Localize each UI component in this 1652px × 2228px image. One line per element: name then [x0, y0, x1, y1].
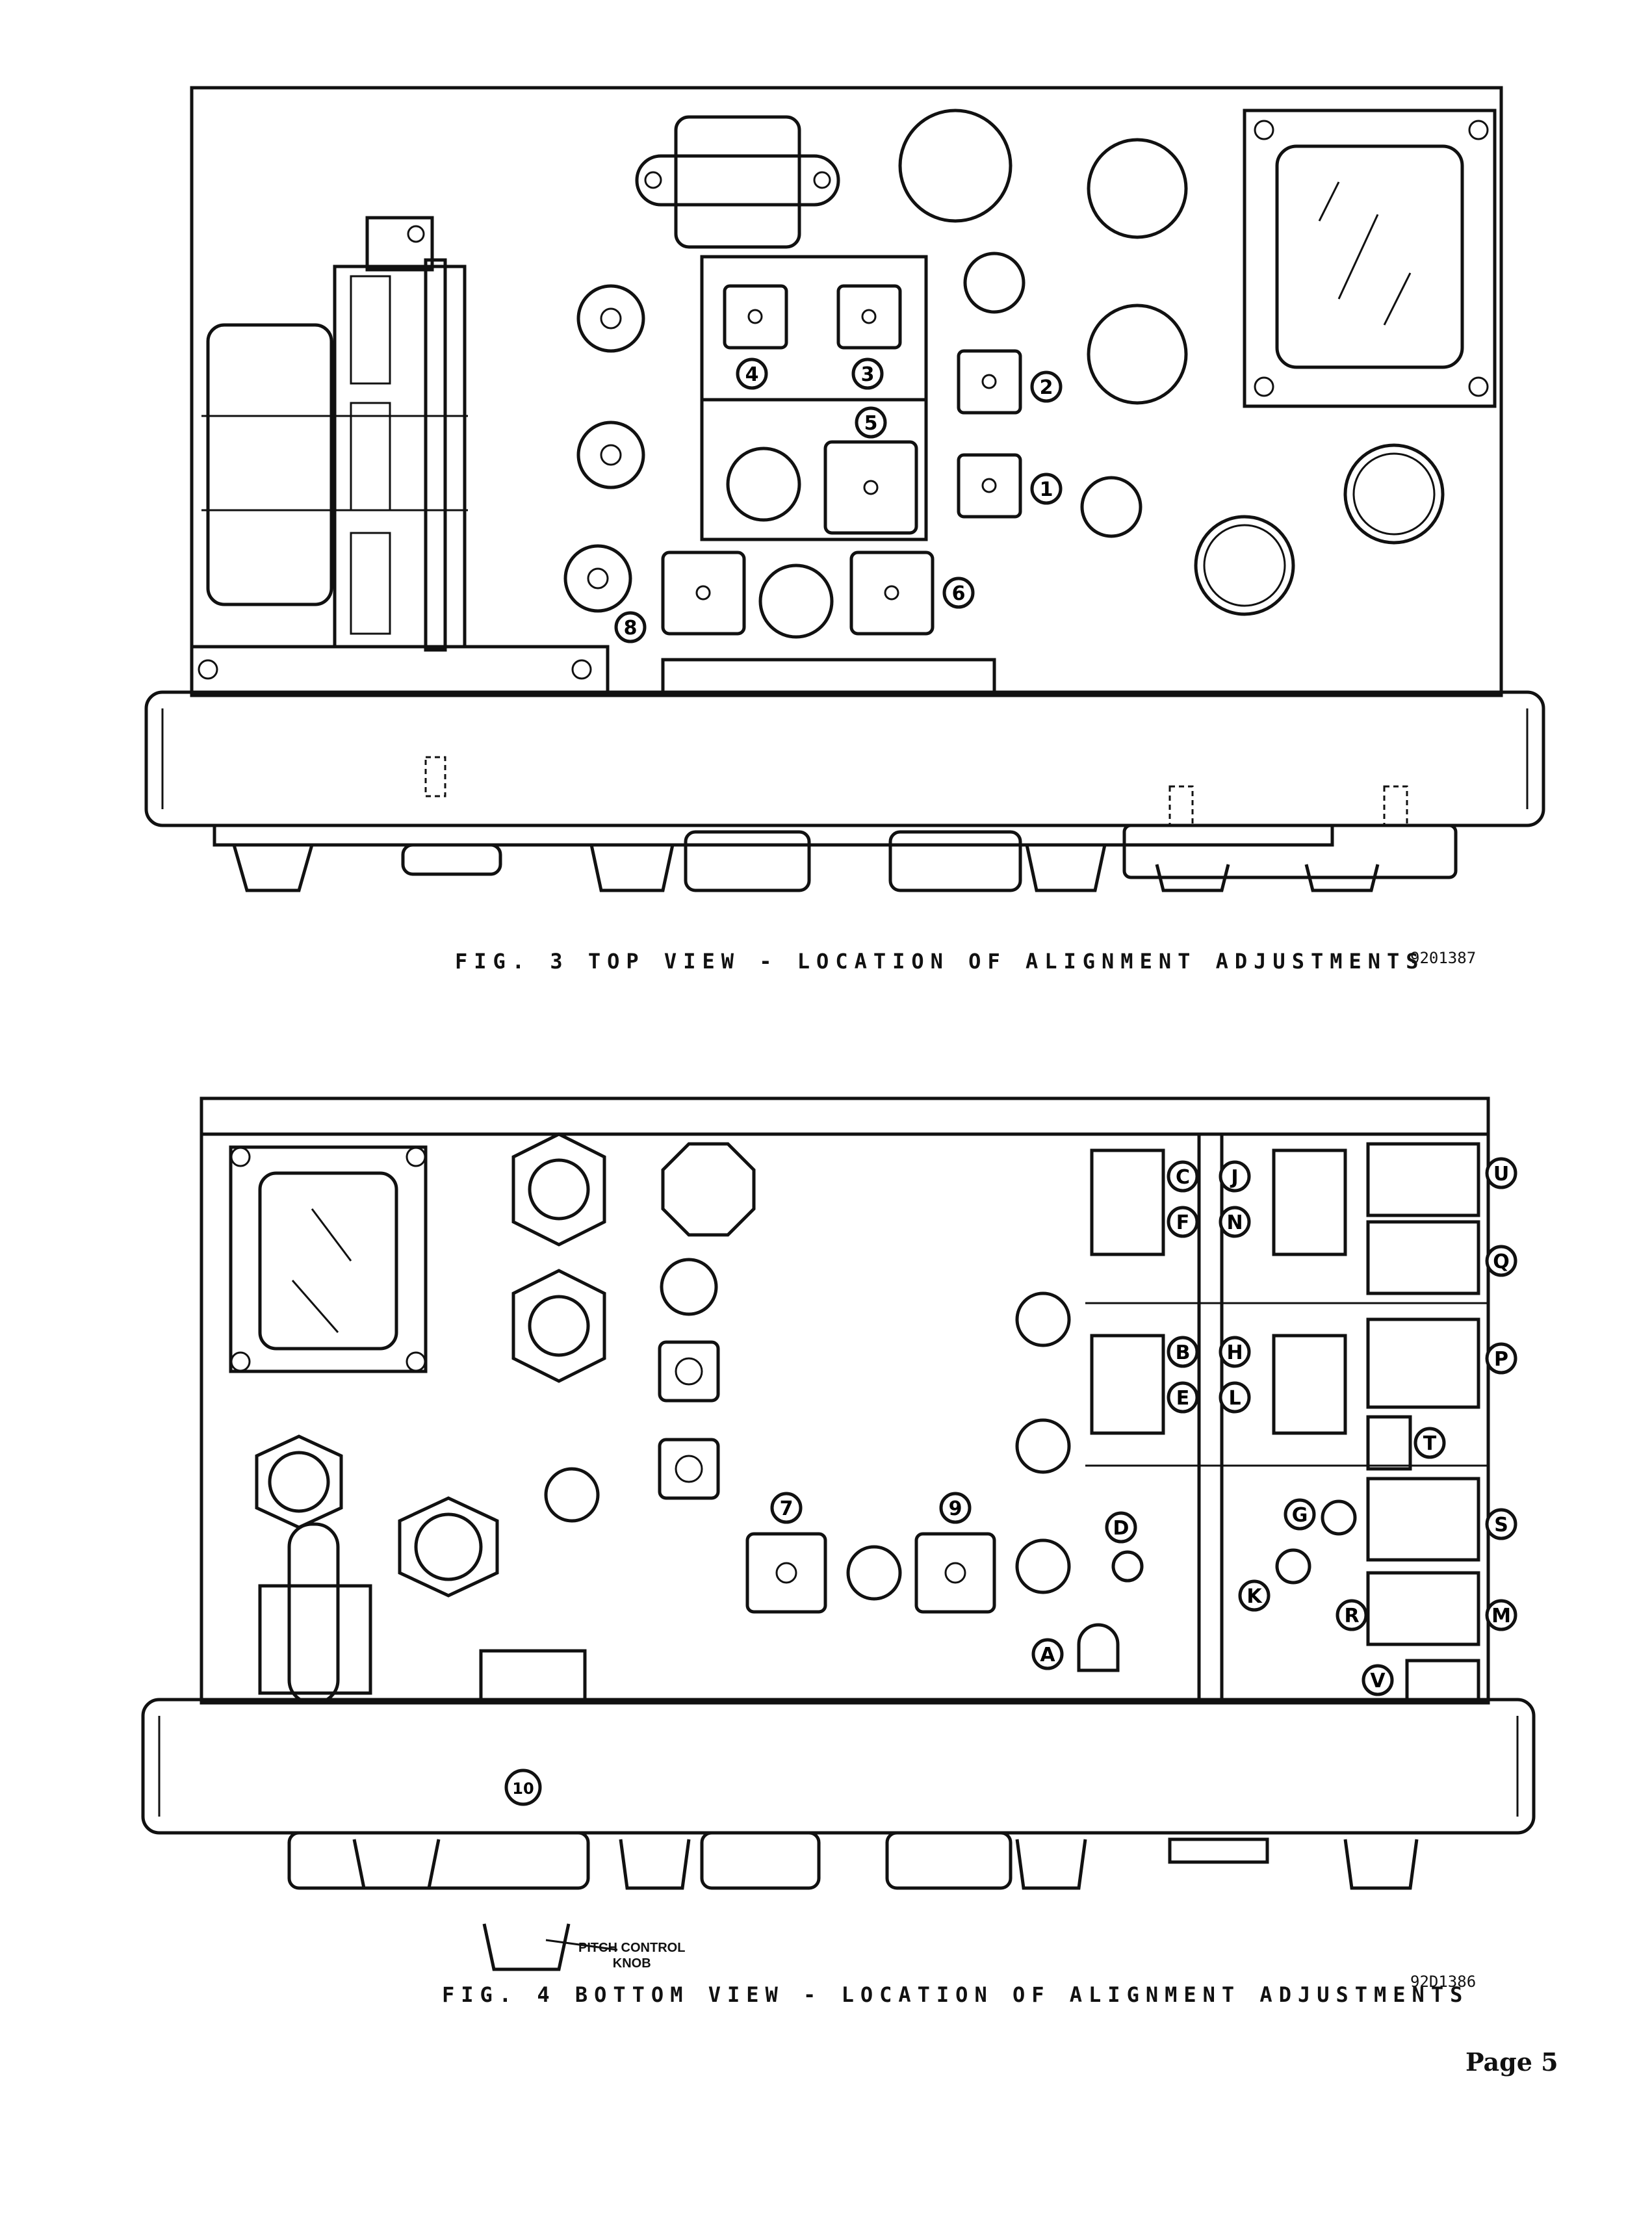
svg-text:G: G: [1292, 1504, 1308, 1527]
svg-text:Q: Q: [1493, 1250, 1510, 1273]
fig4-drawing-number: 92D1386: [1410, 1973, 1477, 1991]
callout-A: A: [1031, 1638, 1064, 1670]
page-number: Page 5: [1465, 2047, 1558, 2077]
svg-text:M: M: [1491, 1605, 1511, 1627]
svg-text:A: A: [1040, 1644, 1055, 1666]
callout-N: M: [1485, 1599, 1517, 1631]
svg-text:7: 7: [780, 1497, 794, 1520]
fig4-bottom-view: C F J N B E H L U Q P T S M R V G K D A …: [141, 1096, 1536, 1971]
callout-L: L: [1219, 1381, 1251, 1414]
fig3-top-view: 4 3 5 2 1 6 8: [144, 86, 1545, 892]
callout-5: 5: [855, 406, 887, 439]
callout-F: F: [1167, 1206, 1199, 1238]
callout-G: G: [1284, 1498, 1316, 1531]
svg-text:N: N: [1226, 1211, 1243, 1234]
svg-text:1: 1: [1040, 478, 1053, 501]
svg-text:5: 5: [864, 412, 878, 435]
callout-P: P: [1485, 1342, 1517, 1375]
callout-T: T: [1413, 1427, 1446, 1459]
svg-text:J: J: [1230, 1166, 1238, 1189]
callout-10: 10: [504, 1768, 542, 1806]
svg-text:S: S: [1494, 1514, 1508, 1536]
svg-text:T: T: [1423, 1432, 1437, 1455]
svg-text:F: F: [1176, 1211, 1190, 1234]
callout-S: S: [1485, 1508, 1517, 1540]
fig4-caption: FIG. 4 BOTTOM VIEW - LOCATION OF ALIGNME…: [442, 1982, 1469, 2007]
svg-text:D: D: [1113, 1517, 1129, 1540]
callout-6: 6: [942, 576, 975, 609]
svg-text:V: V: [1370, 1670, 1386, 1692]
svg-text:3: 3: [861, 363, 875, 386]
callout-U: U: [1485, 1157, 1517, 1189]
callout-9: 9: [939, 1492, 972, 1524]
callout-C: C: [1167, 1160, 1199, 1193]
svg-text:8: 8: [624, 617, 638, 640]
svg-text:9: 9: [949, 1497, 962, 1520]
svg-text:C: C: [1176, 1166, 1190, 1189]
callout-H: H: [1219, 1336, 1251, 1368]
callout-1: 1: [1030, 473, 1063, 505]
callout-V: V: [1362, 1664, 1394, 1696]
svg-text:U: U: [1493, 1163, 1509, 1185]
fig3-caption: FIG. 3 TOP VIEW - LOCATION OF ALIGNMENT …: [455, 949, 1425, 974]
fig3-drawing-number: 9201387: [1410, 949, 1477, 967]
svg-text:H: H: [1226, 1341, 1243, 1364]
svg-text:P: P: [1494, 1348, 1508, 1371]
callout-3: 3: [851, 357, 884, 390]
callout-J: J: [1219, 1160, 1251, 1193]
svg-text:6: 6: [952, 582, 966, 605]
callout-7: 7: [770, 1492, 803, 1524]
callout-2: 2: [1030, 370, 1063, 403]
callout-B: B: [1167, 1336, 1199, 1368]
svg-text:L: L: [1228, 1387, 1241, 1410]
svg-text:10: 10: [512, 1780, 534, 1798]
callout-M: N: [1219, 1206, 1251, 1238]
callout-D: D: [1105, 1511, 1137, 1544]
svg-text:K: K: [1246, 1585, 1263, 1608]
callout-8: 8: [614, 611, 647, 643]
svg-text:R: R: [1344, 1605, 1359, 1627]
svg-text:E: E: [1176, 1387, 1190, 1410]
callout-4: 4: [736, 357, 768, 390]
svg-text:4: 4: [745, 363, 759, 386]
callout-E: E: [1167, 1381, 1199, 1414]
svg-text:B: B: [1176, 1341, 1191, 1364]
callout-R: R: [1336, 1599, 1368, 1631]
svg-text:2: 2: [1040, 376, 1053, 399]
callout-K: K: [1238, 1579, 1271, 1612]
callout-Q: Q: [1485, 1245, 1517, 1277]
pitch-control-knob-label: PITCH CONTROL KNOB: [578, 1941, 686, 1971]
